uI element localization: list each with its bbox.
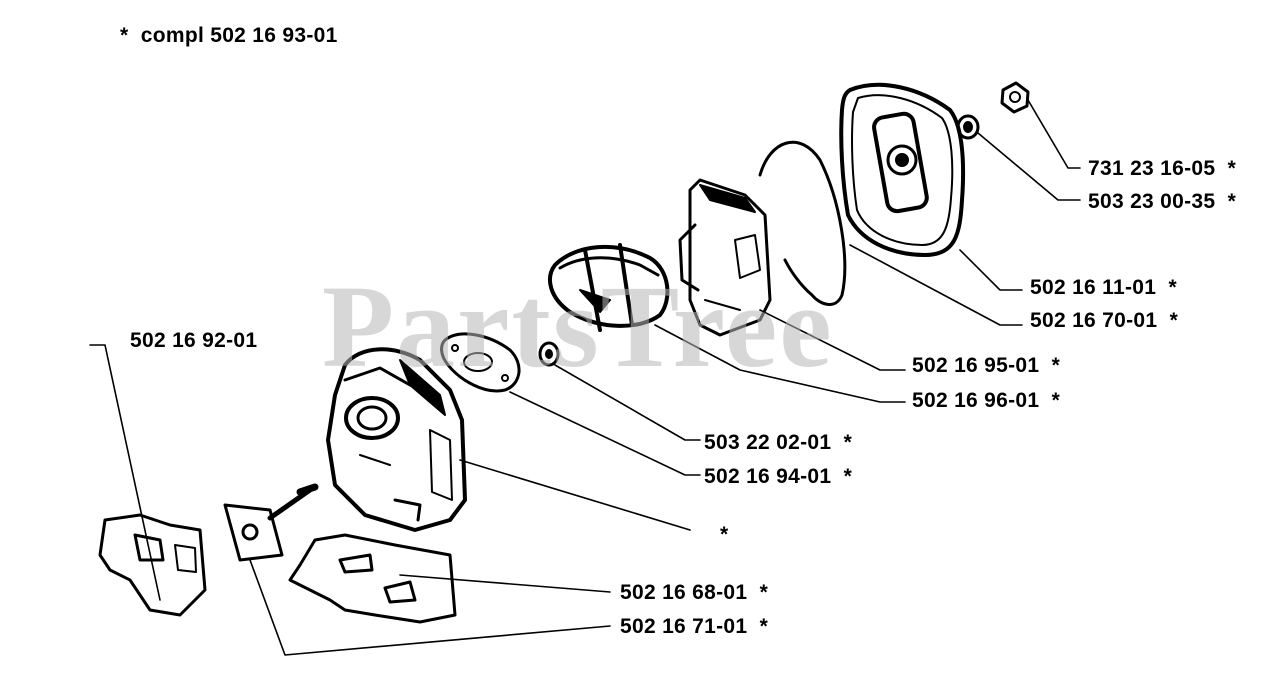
callout-label: 502 16 71-01 * [620, 615, 769, 638]
nut-part [1000, 81, 1030, 114]
callout-label: 502 16 96-01 * [912, 389, 1061, 412]
callout-label: 502 16 95-01 * [912, 354, 1061, 377]
callout-label: 502 16 92-01 [130, 329, 258, 352]
wire-bracket-part [758, 140, 847, 306]
carburetor-body-part [326, 347, 467, 532]
callout-label: * [720, 523, 729, 546]
small-nut-part [538, 341, 560, 367]
callout-label: 502 16 70-01 * [1030, 309, 1179, 332]
filter-element-part [548, 243, 670, 332]
callout-label: 502 16 94-01 * [704, 465, 853, 488]
callout-label: 503 22 02-01 * [704, 431, 853, 454]
watermark-text: PartsTree [322, 261, 834, 392]
leader-lines [89, 99, 1081, 656]
filter-holder-part [678, 178, 772, 337]
callout-label: 503 23 00-35 * [1088, 190, 1237, 213]
header-note: * compl 502 16 93-01 [120, 24, 338, 47]
gasket-part [440, 332, 521, 393]
air-filter-cover-part [839, 82, 966, 257]
callout-label: 731 23 16-05 * [1088, 157, 1237, 180]
gasket-plate-part [288, 533, 457, 624]
callout-label: 502 16 68-01 * [620, 581, 769, 604]
screw-block-part [223, 483, 319, 562]
callout-label: 502 16 11-01 * [1030, 276, 1177, 299]
